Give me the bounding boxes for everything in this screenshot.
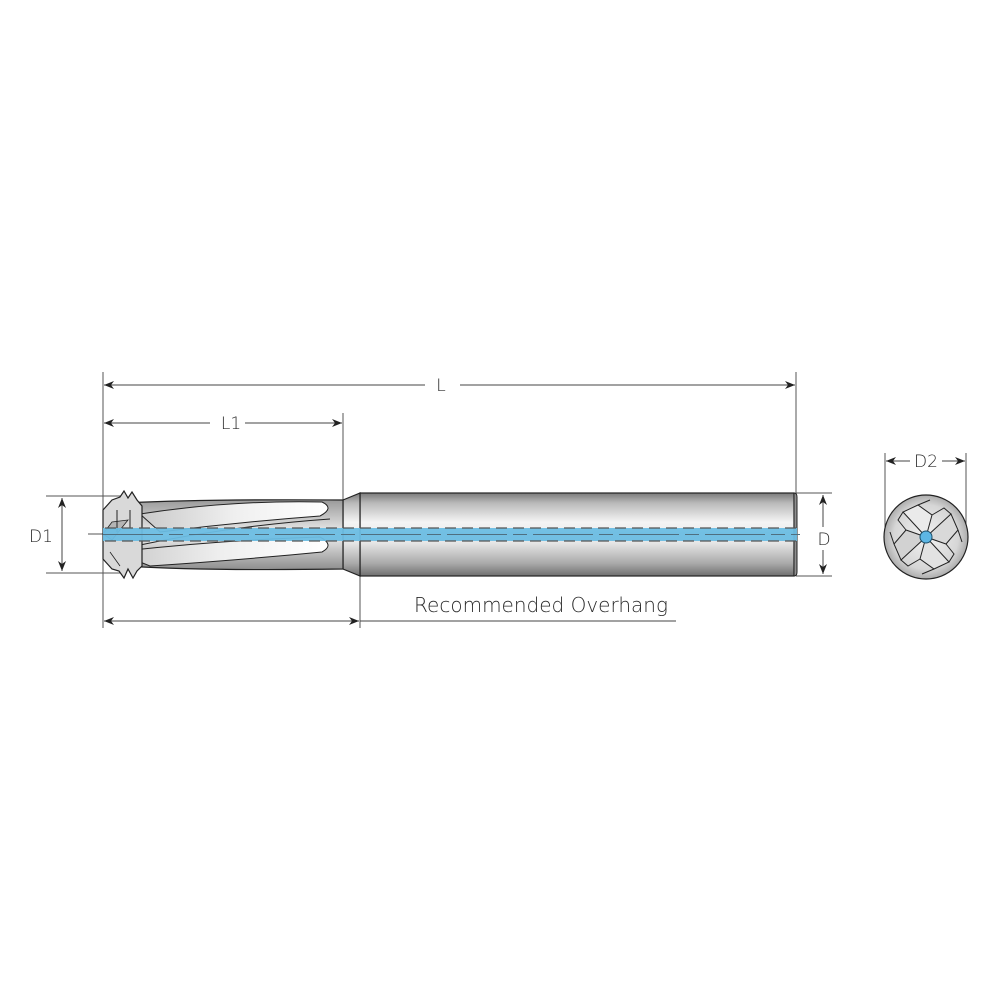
end-mill-end-view: D2 bbox=[883, 452, 969, 580]
dimension-shank-diameter: D bbox=[796, 492, 832, 577]
dimension-recommended-overhang: Recommended Overhang bbox=[104, 576, 676, 628]
helical-flute-lower bbox=[114, 536, 329, 567]
end-view-cutting-edges bbox=[889, 499, 963, 575]
dimension-overall-length: L bbox=[102, 372, 797, 628]
label-d1: D1 bbox=[29, 527, 53, 547]
dimension-flute-length: L1 bbox=[104, 413, 344, 500]
cutting-edge-line-3 bbox=[109, 551, 121, 567]
label-l: L bbox=[436, 376, 445, 396]
label-d2: D2 bbox=[914, 452, 938, 472]
end-view-coolant-hole bbox=[919, 530, 933, 544]
end-mill-side-view bbox=[102, 489, 800, 580]
label-recommended-overhang: Recommended Overhang bbox=[414, 593, 668, 617]
helical-flute-upper bbox=[138, 501, 329, 533]
label-d: D bbox=[817, 530, 830, 550]
label-l1: L1 bbox=[221, 414, 241, 434]
